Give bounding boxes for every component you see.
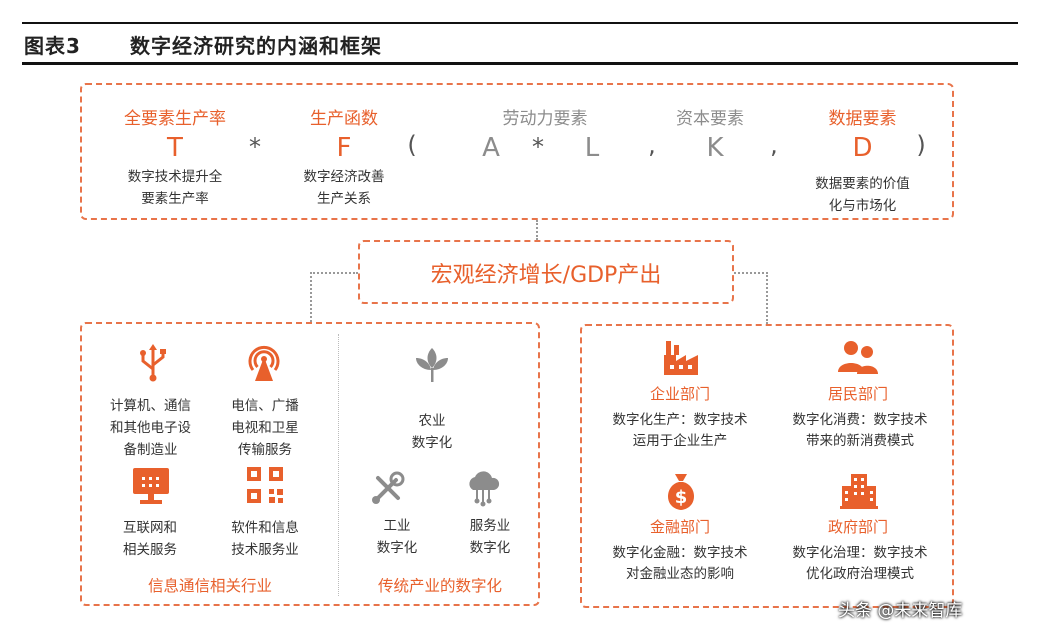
header-top-rule <box>22 22 1018 24</box>
government-desc-line1: 数字化治理：数字技术 <box>792 545 928 561</box>
comma-1: , <box>648 131 656 159</box>
enterprise-title: 企业部门 <box>649 385 710 403</box>
trad-item-3-line2: 数字化 <box>469 540 511 556</box>
trad-item-3-line1: 服务业 <box>469 518 511 534</box>
trad-item-2-line2: 数字化 <box>376 540 418 556</box>
tfp-title: 全要素生产率 <box>124 109 226 129</box>
qr-code-icon <box>247 467 283 503</box>
land-letter: L <box>584 133 600 163</box>
money-bag-icon: $ <box>668 474 694 510</box>
enterprise-desc: 数字化生产：数字技术 运用于企业生产 <box>590 410 770 452</box>
function-title: 生产函数 <box>310 109 378 129</box>
ict-item-3-label: 互联网和 相关服务 <box>100 517 200 561</box>
ict-item-1-line3: 备制造业 <box>123 442 178 458</box>
watermark: 头条 @未来智库 <box>838 601 963 621</box>
enterprise-desc-line2: 运用于企业生产 <box>632 433 728 449</box>
ict-item-2-line3: 传输服务 <box>238 442 292 458</box>
ict-item-2-line1: 电信、广播 <box>231 398 299 414</box>
connector-left-down <box>310 272 312 322</box>
connector-right-down <box>766 272 768 324</box>
multiply-symbol-2: * <box>532 133 544 161</box>
ict-group-label: 信息通信相关行业 <box>147 577 272 595</box>
household-desc-line2: 带来的新消费模式 <box>806 433 914 449</box>
macro-label: 宏观经济增长/GDP产出 <box>430 263 662 288</box>
trad-item-1-line1: 农业 <box>418 413 446 429</box>
function-note-line1: 数字经济改善 <box>303 169 385 185</box>
macro-box <box>358 240 734 304</box>
government-desc-line2: 优化政府治理模式 <box>806 566 914 582</box>
tfp-note-line2: 要素生产率 <box>141 191 209 207</box>
tfp-note-line1: 数字技术提升全 <box>127 169 223 185</box>
monitor-icon <box>133 468 169 504</box>
comma-2: , <box>770 131 778 159</box>
sectors-box <box>580 324 954 608</box>
tools-icon <box>372 471 405 504</box>
government-title: 政府部门 <box>827 518 888 536</box>
ict-item-3-line2: 相关服务 <box>123 542 177 558</box>
plant-icon <box>416 348 448 382</box>
ict-item-2-label: 电信、广播 电视和卫星 传输服务 <box>215 395 315 461</box>
svg-text:$: $ <box>675 487 688 508</box>
broadcast-icon <box>248 345 280 381</box>
factory-icon <box>664 341 698 375</box>
trad-item-1-line2: 数字化 <box>411 435 453 451</box>
traditional-group-label: 传统产业的数字化 <box>377 577 502 595</box>
figure-title: 数字经济研究的内涵和框架 <box>130 34 382 58</box>
cloud-icon <box>469 471 500 507</box>
ict-item-3-line1: 互联网和 <box>123 520 177 536</box>
connector-macro-right <box>734 272 768 274</box>
close-paren: ) <box>916 131 926 159</box>
industry-divider <box>338 334 339 596</box>
finance-title: 金融部门 <box>649 518 710 536</box>
formula-box <box>80 83 954 220</box>
ict-item-4-label: 软件和信息 技术服务业 <box>215 517 315 561</box>
data-factor-title: 数据要素 <box>828 109 897 129</box>
labor-letter: A <box>482 133 500 163</box>
ict-item-1-label: 计算机、通信 和其他电子设 备制造业 <box>93 395 208 461</box>
enterprise-desc-line1: 数字化生产：数字技术 <box>612 412 748 428</box>
open-paren: ( <box>407 131 417 159</box>
household-title: 居民部门 <box>827 385 888 403</box>
trad-item-2-label: 工业 数字化 <box>347 515 447 559</box>
finance-desc-line1: 数字化金融：数字技术 <box>612 545 748 561</box>
ict-item-1-line2: 和其他电子设 <box>110 420 191 436</box>
data-factor-letter: D <box>852 133 873 163</box>
finance-desc-line2: 对金融业态的影响 <box>626 566 734 582</box>
trad-item-3-label: 服务业 数字化 <box>440 515 540 559</box>
usb-icon <box>140 344 166 382</box>
household-desc: 数字化消费：数字技术 带来的新消费模式 <box>770 410 950 452</box>
government-desc: 数字化治理：数字技术 优化政府治理模式 <box>770 543 950 585</box>
capital-letter: K <box>706 133 724 163</box>
ict-item-1-line1: 计算机、通信 <box>110 398 191 414</box>
function-letter: F <box>336 133 352 163</box>
building-icon <box>840 474 878 509</box>
household-desc-line1: 数字化消费：数字技术 <box>792 412 928 428</box>
trad-item-1-label: 农业 数字化 <box>382 410 482 454</box>
people-icon <box>838 341 878 374</box>
header-bottom-rule <box>22 62 1018 65</box>
function-note-line2: 生产关系 <box>317 191 371 207</box>
capital-title: 资本要素 <box>676 109 744 129</box>
data-factor-note-line1: 数据要素的价值 <box>815 176 910 192</box>
figure-label: 图表3 <box>24 34 81 58</box>
data-factor-note-line2: 化与市场化 <box>828 198 897 214</box>
tfp-letter: T <box>167 133 183 163</box>
connector-macro-left <box>310 272 358 274</box>
ict-item-4-line2: 技术服务业 <box>231 542 299 558</box>
industry-box <box>80 322 540 606</box>
ict-item-4-line1: 软件和信息 <box>231 520 299 536</box>
labor-title: 劳动力要素 <box>502 109 588 129</box>
finance-desc: 数字化金融：数字技术 对金融业态的影响 <box>590 543 770 585</box>
trad-item-2-line1: 工业 <box>383 518 411 534</box>
multiply-symbol: * <box>249 133 261 161</box>
connector-formula-to-macro <box>536 220 538 240</box>
ict-item-2-line2: 电视和卫星 <box>231 420 299 436</box>
